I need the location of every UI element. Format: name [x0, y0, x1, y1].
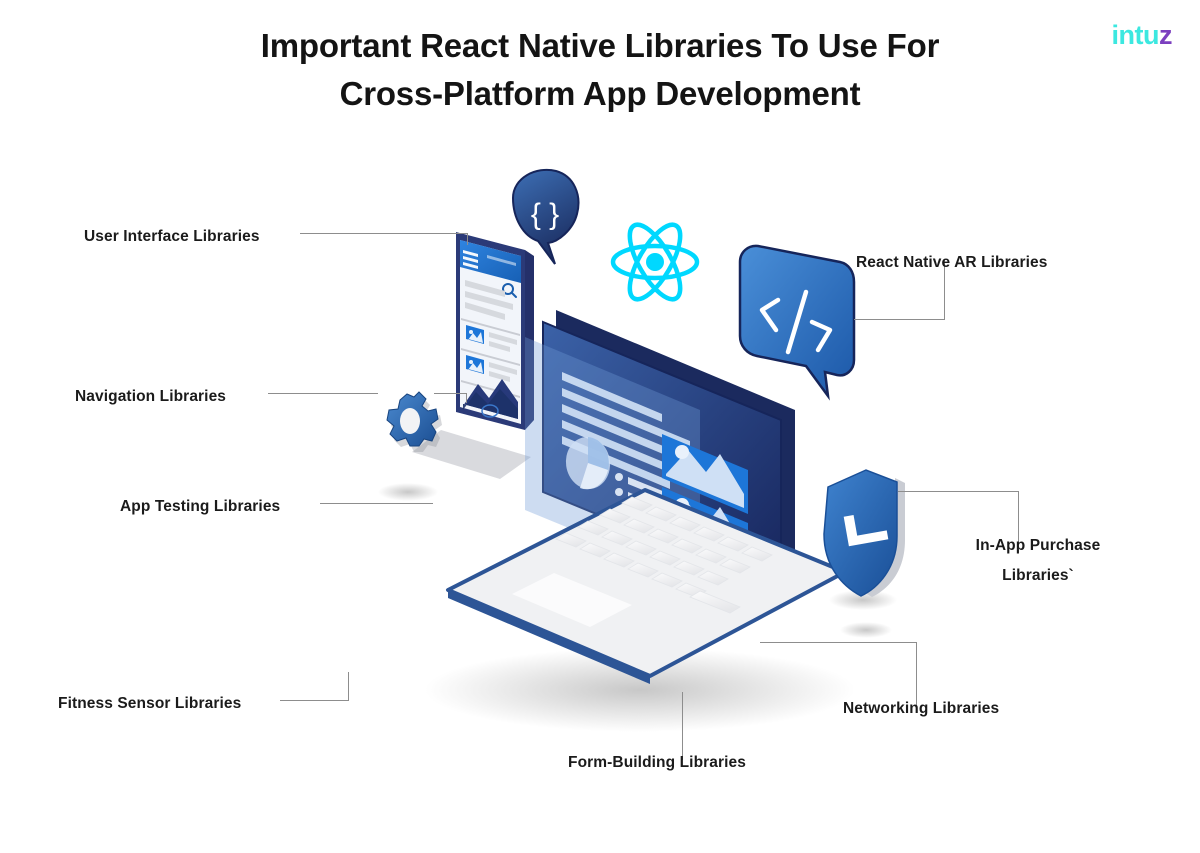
page-title-line-1: Important React Native Libraries To Use … — [260, 27, 940, 64]
laptop-device — [446, 310, 847, 684]
connector-ar-v — [944, 259, 945, 319]
react-atom-logo — [610, 222, 700, 302]
connector-app-testing-h — [320, 503, 433, 504]
label-in-app-purchase-libraries: In-App Purchase Libraries` — [938, 531, 1138, 591]
connector-fitness-h — [280, 700, 348, 701]
connector-form-v — [682, 692, 683, 760]
braces-bubble: { } — [511, 168, 580, 265]
label-fitness-sensor-libraries: Fitness Sensor Libraries — [58, 695, 242, 712]
connector-iap-v — [1018, 491, 1019, 543]
svg-text:{ }: { } — [531, 198, 559, 231]
settings-gear — [386, 391, 442, 452]
code-bubble — [738, 244, 856, 401]
logo-text-main: intu — [1111, 20, 1160, 50]
label-navigation-libraries: Navigation Libraries — [75, 388, 227, 405]
label-form-building-libraries: Form-Building Libraries — [568, 754, 746, 771]
connector-navigation-h2 — [434, 393, 466, 394]
connector-networking-h — [760, 642, 917, 643]
label-app-testing-libraries: App Testing Libraries — [120, 498, 281, 515]
connector-ar-h — [854, 319, 945, 320]
label-networking-libraries: Networking Libraries — [843, 700, 1000, 717]
page-title-line-2: Cross-Platform App Development — [339, 74, 861, 112]
connector-navigation-v — [466, 393, 467, 403]
shield-check — [823, 469, 905, 597]
connector-user-interface-v — [467, 233, 468, 245]
connector-fitness-v — [348, 672, 349, 701]
connector-navigation-h1 — [268, 393, 378, 394]
intuz-logo: intuz — [1111, 20, 1173, 50]
label-react-native-ar-libraries: React Native AR Libraries — [856, 254, 1048, 271]
connector-iap-h — [898, 491, 1019, 492]
connector-user-interface-h — [300, 233, 467, 234]
logo-text-accent: z — [1159, 20, 1173, 50]
label-in-app-purchase-line-1: In-App Purchase — [975, 537, 1101, 554]
connector-networking-v — [916, 642, 917, 706]
smartphone-mockup — [412, 232, 534, 479]
page-title: Important React Native Libraries To Use … — [0, 22, 1200, 118]
label-in-app-purchase-line-2: Libraries` — [1002, 567, 1074, 585]
label-user-interface-libraries: User Interface Libraries — [84, 228, 260, 245]
